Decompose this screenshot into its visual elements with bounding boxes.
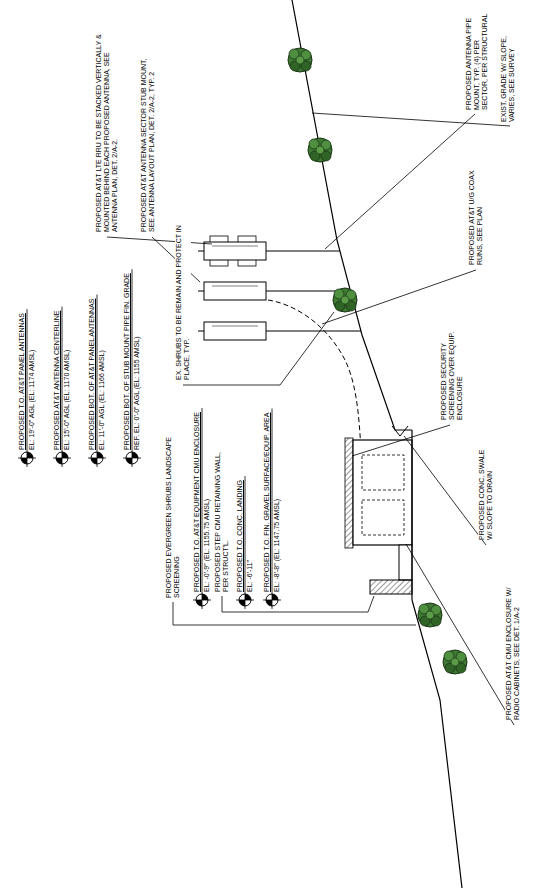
elevation-symbol — [239, 600, 245, 606]
shrub-symbol — [443, 650, 467, 674]
elevation-symbol — [62, 452, 63, 467]
elevation-value: EL: -0'-9" (EL: 1155.75 AMSL) — [203, 499, 211, 592]
callout-note: PROPOSED AT&T U/G COAX RUNS, SEE PLAN — [468, 155, 484, 265]
shrub-symbol — [288, 48, 312, 72]
elevation-symbol — [245, 594, 246, 609]
elevation-value: EL: -8'-8" (EL: 1147.75 AMSL) — [273, 499, 281, 592]
elevation-symbol — [196, 600, 202, 606]
elevation-title: PROPOSED AT&T ANTENNA CENTERLINE — [53, 311, 61, 450]
swale — [392, 426, 408, 436]
callout-note: EXIST. GRADE W/ SLOPE, VARIES, SEE SURVE… — [500, 10, 516, 122]
elevation-symbol — [97, 452, 103, 458]
elevation-symbol — [97, 452, 98, 467]
security-screening — [345, 438, 353, 548]
elevation-title: PROPOSED T.O. FIN. GRAVEL SURFACE/EQUIP.… — [263, 413, 271, 592]
elevation-value: EL: 11'-0" AGL (EL: 1166 AMSL) — [98, 350, 106, 450]
elevation-symbol — [27, 452, 28, 467]
grade-line — [412, 600, 462, 888]
elevation-symbol — [266, 600, 272, 606]
leader-line — [312, 113, 510, 126]
callout-note: PROPOSED AT&T CMU ENCLOSURE W/ RADIO CAB… — [505, 570, 521, 720]
radio-cabinet — [362, 500, 404, 535]
callout-note: PROPOSED STEP CMU RETAINING WALL, PER ST… — [214, 442, 230, 592]
elevation-symbol — [245, 594, 251, 600]
leader-line — [406, 544, 514, 725]
elevation-symbol — [272, 594, 273, 609]
shrub-symbol — [418, 603, 442, 627]
leader-line — [183, 312, 334, 385]
cmu-enclosure — [353, 440, 412, 545]
antenna-panel — [204, 282, 266, 300]
leader-line — [325, 114, 475, 249]
elevation-symbol — [202, 594, 203, 609]
leader-lines — [107, 113, 514, 725]
elevation-symbol — [62, 452, 68, 458]
leader-line — [404, 436, 486, 545]
elevation-value: EL: -6'-11" — [246, 560, 254, 592]
shrub-symbol — [308, 138, 332, 162]
callout-note: PROPOSED EVERGREEN SHRUBS LANDSCAPE SCRE… — [165, 433, 181, 598]
elevation-symbol — [126, 458, 132, 464]
elevation-symbol — [202, 594, 208, 600]
antenna-detail — [212, 286, 258, 287]
retaining-wall — [370, 580, 412, 594]
elevation-symbol — [132, 452, 133, 467]
elevation-title: PROPOSED T.O. AT&T EQUIPMENT CMU ENCLOSU… — [193, 412, 201, 592]
elevation-symbol — [132, 452, 138, 458]
elevation-title: PROPOSED BOT. OF STUB MOUNT PIPE FIN. GR… — [123, 273, 131, 450]
antenna-detail — [212, 246, 258, 247]
elevation-value: EL: 19'-0" AGL (EL: 1174 AMSL) — [28, 350, 36, 450]
callout-note: PROPOSED CONC. SWALE W/ SLOPE TO DRAIN — [478, 440, 494, 540]
elevation-symbol — [272, 594, 278, 600]
leader-line — [173, 602, 416, 625]
callout-note: EX. SHRUBS TO BE REMAIN AND PROTECT IN P… — [175, 215, 191, 380]
elevation-title: PROPOSED BOT. OF AT&T PANEL ANTENNAS — [88, 299, 96, 450]
elevation-value: REF. EL: 0'-0" AGL (EL: 1155 AMSL) — [133, 336, 141, 450]
gravel-surface — [411, 430, 412, 600]
elevation-title: PROPOSED T.O. CONC. LANDING — [236, 480, 244, 592]
antenna-panel — [204, 242, 266, 260]
elevation-title: PROPOSED T.O. AT&T PANEL ANTENNAS — [18, 313, 26, 450]
elevation-symbol — [21, 458, 27, 464]
shrub-symbol — [333, 288, 357, 312]
antenna-detail — [212, 326, 258, 327]
leader-line — [352, 425, 450, 456]
callout-note: PROPOSED SECURITY SCREENING OVER EQUIP. … — [440, 300, 464, 420]
antenna-panel — [204, 322, 266, 340]
callout-note: PROPOSED ANTENNA PIPE MOUNT, TYP. (4) PE… — [465, 10, 489, 110]
elevation-symbol — [27, 452, 33, 458]
elevation-symbol — [91, 458, 97, 464]
callout-note: PROPOSED AT&T ANTENNA SECTOR STUB MOUNT,… — [140, 57, 156, 232]
elevation-value: EL: 15'-0" AGL (EL: 1170 AMSL) — [63, 350, 71, 450]
callout-note: PROPOSED AT&T LTE RRU TO BE STACKED VERT… — [95, 32, 119, 232]
radio-cabinet — [362, 455, 404, 490]
elevation-symbol — [56, 458, 62, 464]
leader-line — [107, 237, 212, 244]
